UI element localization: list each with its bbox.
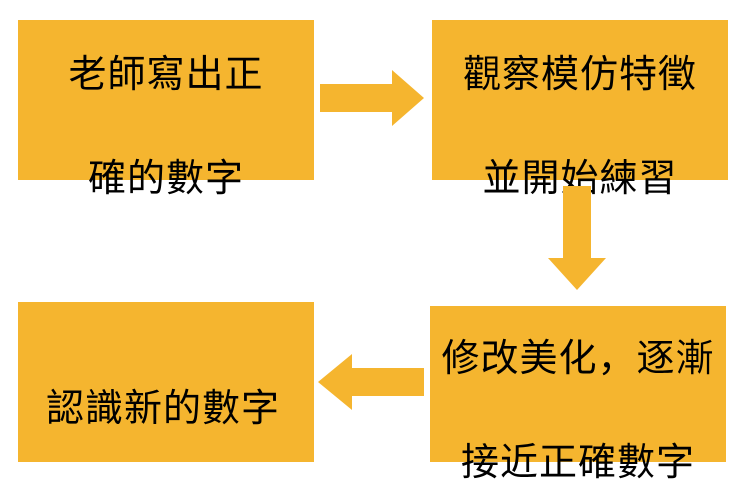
step-1-line-2: 確的數字	[87, 156, 244, 201]
step-4-text: 認識新的數字	[46, 330, 280, 435]
step-1-line-1: 老師寫出正	[68, 51, 264, 96]
arrow-down-shape	[548, 186, 606, 290]
step-2-line-1: 觀察模仿特徵	[462, 51, 697, 96]
step-box-3: 修改美化，逐漸 接近正確數字	[430, 306, 726, 484]
arrow-left-icon	[318, 354, 424, 410]
step-4-line-1: 認識新的數字	[46, 386, 281, 430]
step-1-text: 老師寫出正 確的數字	[68, 0, 263, 205]
step-box-2: 觀察模仿特徵 並開始練習	[432, 20, 728, 200]
arrow-down-icon	[548, 186, 606, 290]
arrow-right-icon	[320, 70, 424, 126]
step-3-line-2: 接近正確數字	[460, 440, 695, 485]
arrow-right-shape	[320, 70, 424, 126]
step-3-line-1: 修改美化，逐漸	[441, 335, 715, 380]
arrow-left-shape	[318, 354, 424, 410]
step-3-text: 修改美化，逐漸 接近正確數字	[441, 279, 714, 489]
step-box-1: 老師寫出正 確的數字	[18, 20, 314, 200]
step-box-4: 認識新的數字	[18, 302, 314, 462]
step-2-text: 觀察模仿特徵 並開始練習	[463, 0, 697, 205]
